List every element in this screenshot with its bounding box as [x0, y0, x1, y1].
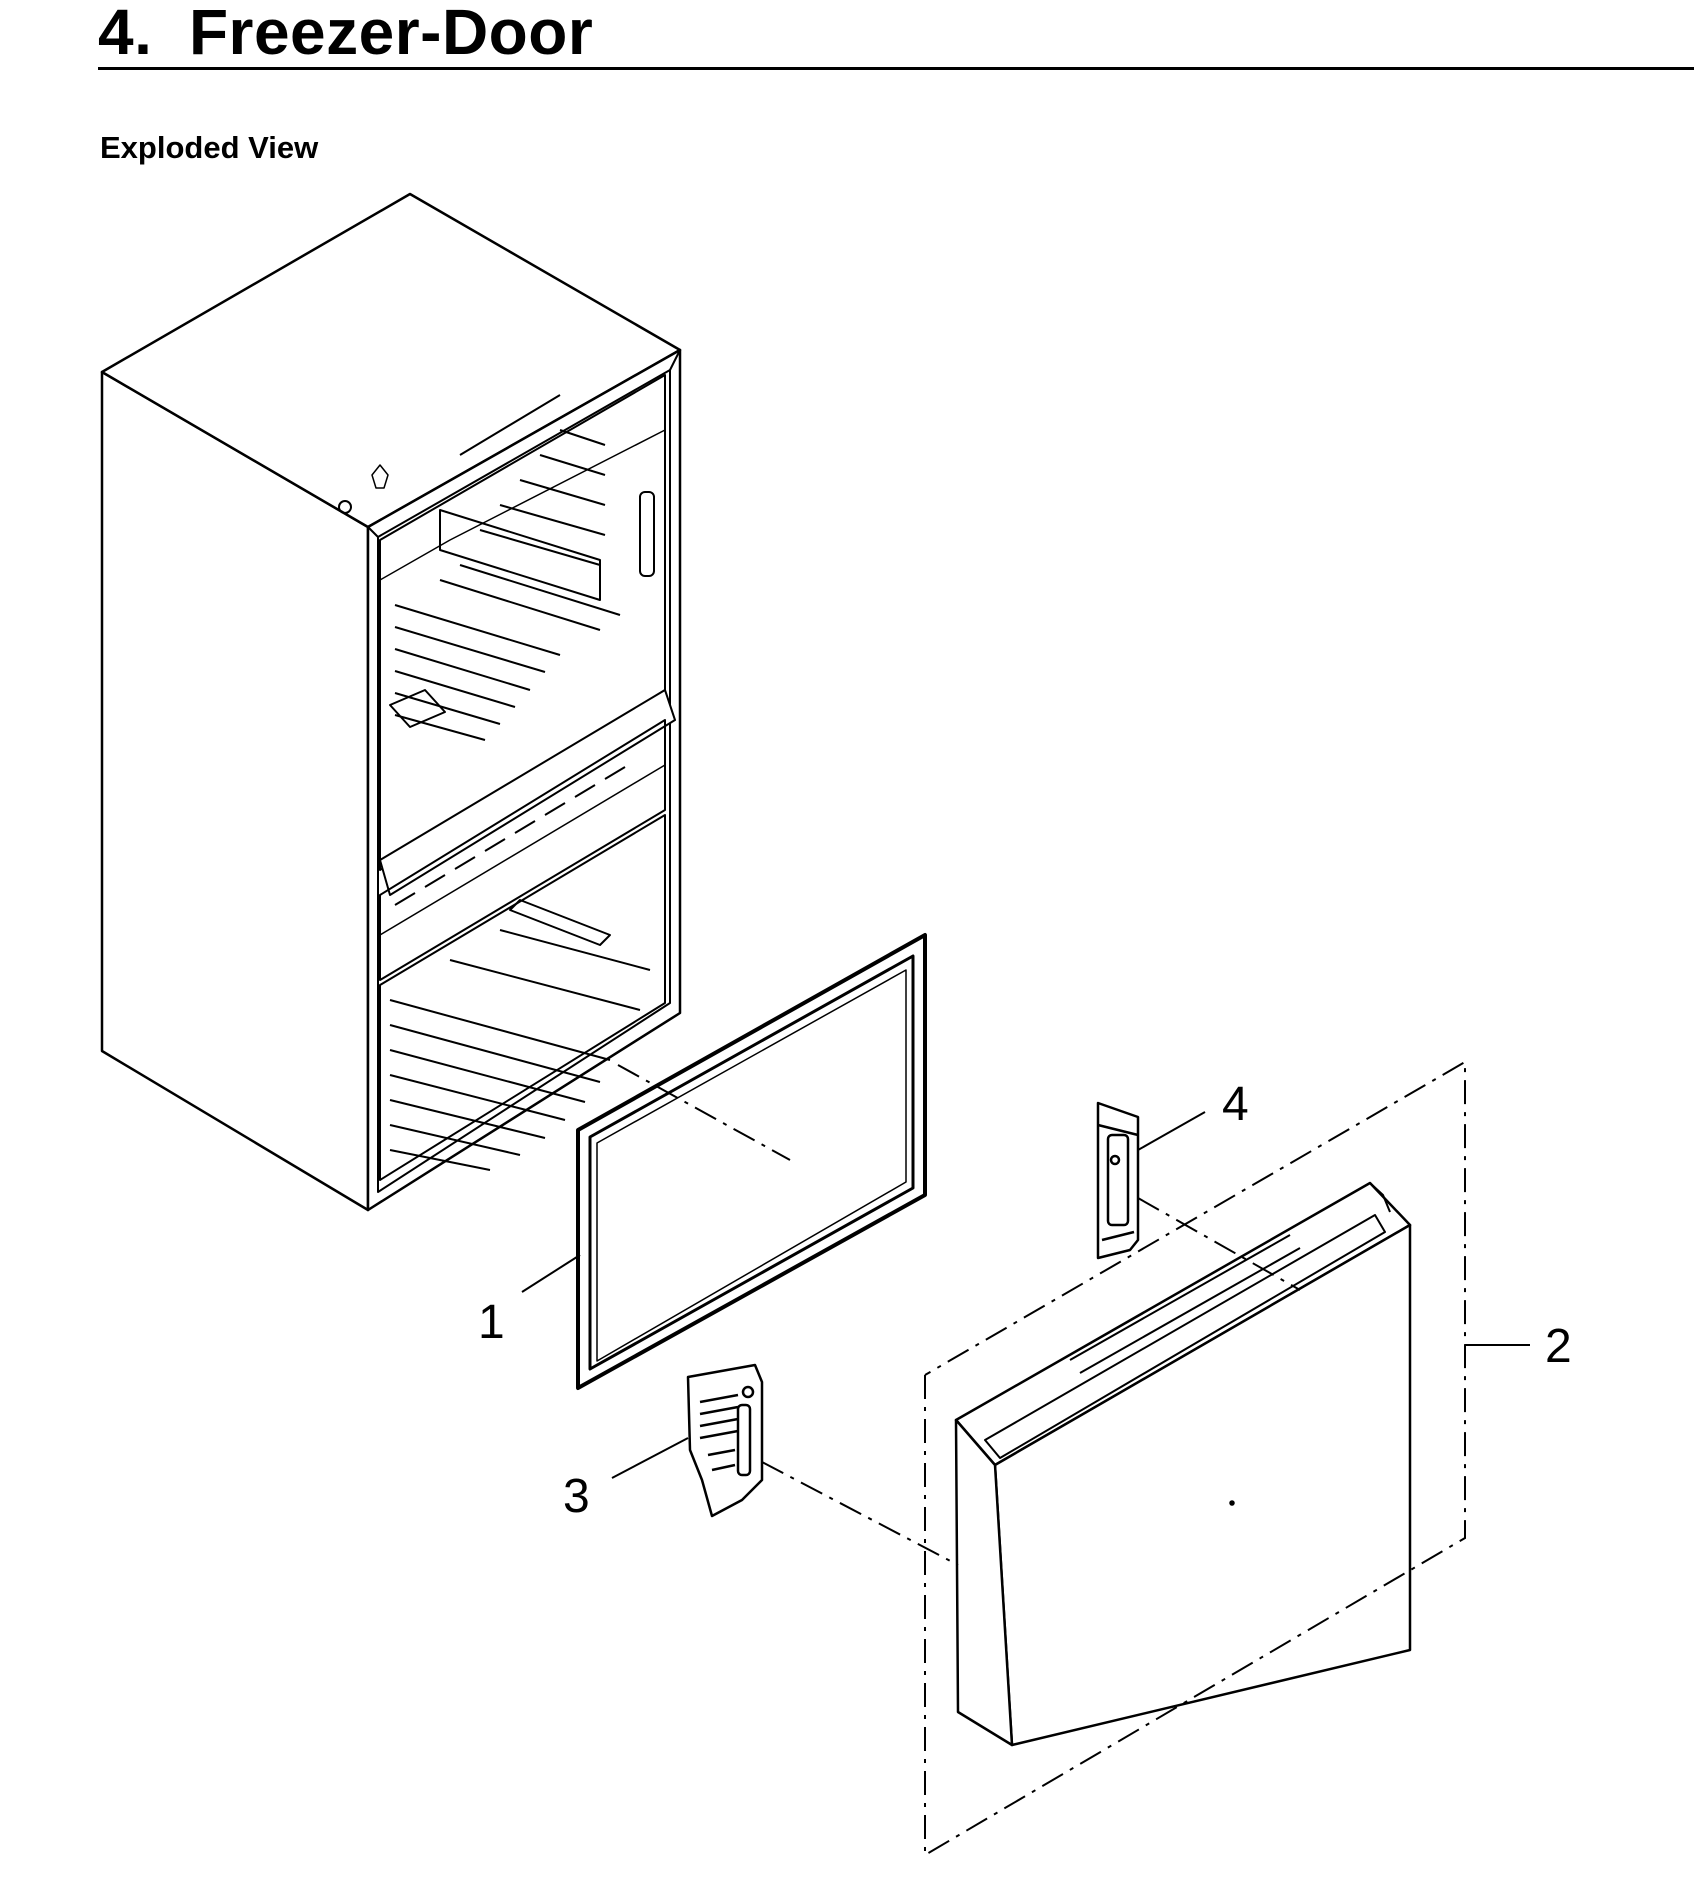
callout-1: 1	[478, 1296, 505, 1349]
right-hinge-bracket	[1096, 1101, 1140, 1260]
view-subtitle: Exploded View	[100, 130, 319, 165]
callout-2: 2	[1545, 1320, 1572, 1373]
center-mullion	[379, 689, 676, 896]
callout-leaders	[521, 1111, 1530, 1479]
fresh-food-floor-ridges	[394, 564, 621, 741]
leader-1	[521, 1254, 581, 1293]
leader-4	[1137, 1111, 1206, 1151]
door-gasket	[576, 933, 927, 1390]
freezer-door-assembly	[954, 1181, 1412, 1747]
assembly-guide-lines	[617, 1060, 1466, 1857]
refrigerator-cabinet	[100, 192, 682, 1212]
freezer-compartment	[379, 814, 666, 1181]
callout-3: 3	[563, 1470, 590, 1523]
section-title: 4. Freezer-Door	[98, 0, 594, 68]
title-underline	[98, 67, 1694, 70]
fresh-food-back-ridges	[479, 429, 606, 566]
mullion-ribs	[394, 766, 626, 906]
callout-4: 4	[1222, 1078, 1249, 1131]
left-hinge-bracket	[686, 1363, 764, 1518]
freezer-floor-ridges	[389, 929, 651, 1171]
leader-3	[611, 1437, 689, 1479]
